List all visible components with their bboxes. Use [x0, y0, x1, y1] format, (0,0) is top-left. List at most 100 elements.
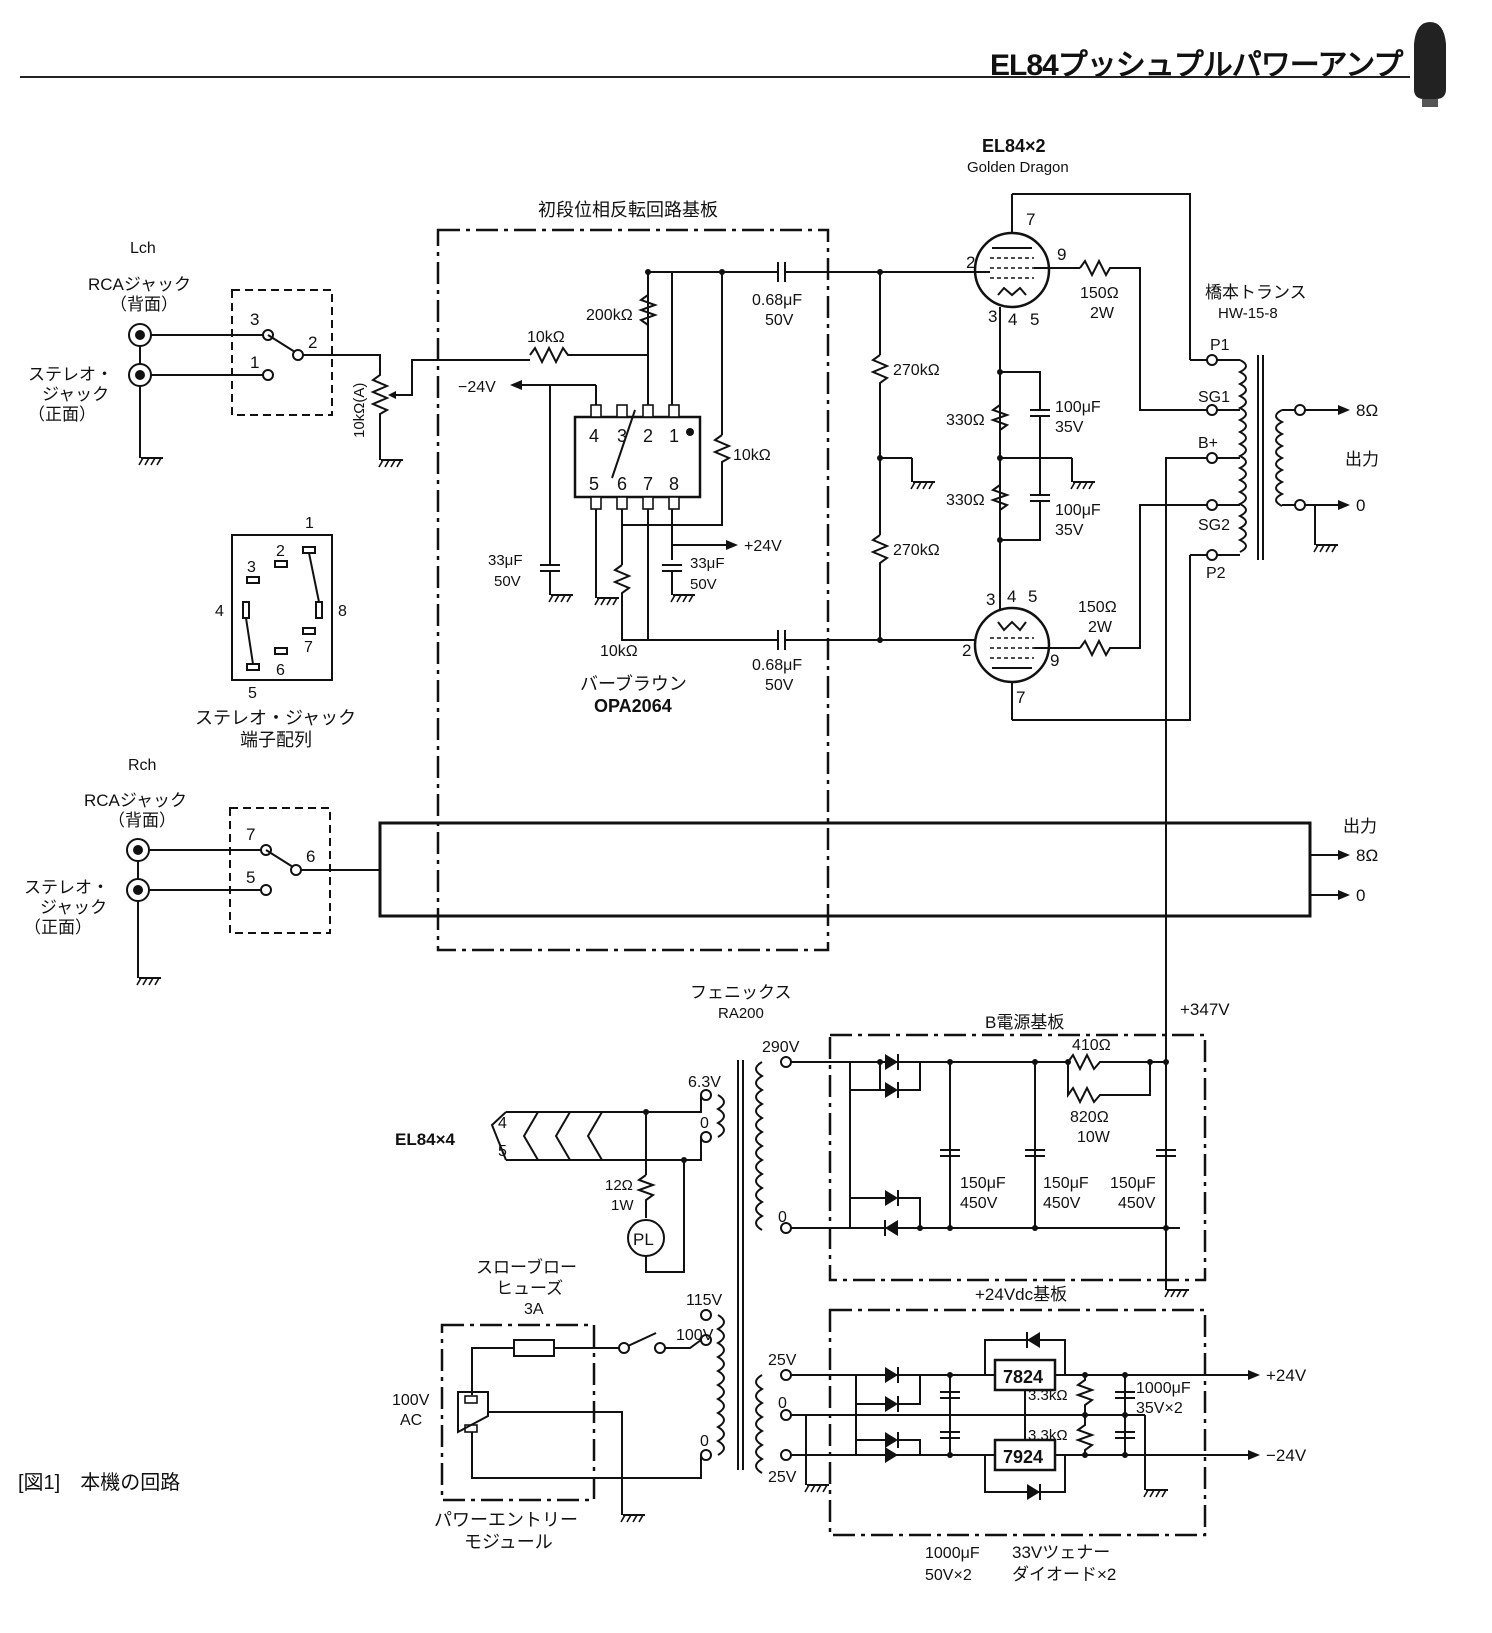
- ot-tap-sg1: SG1: [1198, 389, 1230, 406]
- lch-stereo-label-2: ジャック: [42, 385, 109, 404]
- neg-rail-label: −24V: [458, 379, 496, 396]
- fuse-icon: [513, 1339, 555, 1357]
- pinout-label-1: ステレオ・ジャック: [195, 708, 356, 728]
- r-input-label: 10kΩ: [527, 329, 565, 346]
- cap-pos-voltage: 50V: [690, 576, 717, 593]
- tube-bot-pin-9: 9: [1050, 651, 1059, 670]
- tube-bot-pin-2: 2: [962, 641, 971, 660]
- rch-sw-pin-7: 7: [246, 825, 255, 844]
- ac-inlet-wiring: [457, 1332, 702, 1523]
- pt-tap-25v-b: 25V: [768, 1469, 797, 1486]
- tube-bot-pin-3: 3: [986, 590, 995, 609]
- lch-volume-pot: 10kΩ(A): [303, 354, 530, 468]
- driver-board-title: 初段位相反転回路基板: [538, 200, 718, 220]
- ot-tap-p1: P1: [1210, 337, 1230, 354]
- c2-voltage: 50V: [765, 677, 794, 694]
- tube-top-pin-2: 2: [966, 253, 975, 272]
- output-tube-top: 7 2 9 3 4 5: [966, 193, 1212, 640]
- pinout-pin-6: 6: [276, 662, 285, 679]
- power-transformer: 290V 0 6.3V 0 115V 100V 0 25V 0 25V: [676, 1039, 800, 1486]
- pinout-pin-5: 5: [248, 685, 257, 702]
- dc24-cap-in-voltage: 50V×2: [925, 1567, 972, 1584]
- pt-tap-htr-0: 0: [700, 1115, 709, 1132]
- tube-bot-pin-7: 7: [1016, 688, 1025, 707]
- c2-value: 0.68μF: [752, 657, 802, 674]
- pinout-pin-7: 7: [304, 639, 313, 656]
- b-cap1-voltage: 450V: [960, 1195, 998, 1212]
- cap-neg-voltage: 50V: [494, 573, 521, 590]
- b-supply-circuit: 410Ω 820Ω 10W 150μF 450V 150μF 450V 150μ…: [791, 1037, 1190, 1298]
- opamp-pin-4: 4: [589, 426, 599, 446]
- pt-tap-100v: 100V: [676, 1327, 714, 1344]
- b-cap2-value: 150μF: [1043, 1175, 1089, 1192]
- reg-pos-label: 7824: [1003, 1367, 1043, 1387]
- header-divider: [20, 76, 1410, 78]
- b-supply-title: B電源基板: [985, 1013, 1064, 1032]
- opamp-pin-8: 8: [669, 474, 679, 494]
- b-supply-board-outline: [828, 1033, 1207, 1282]
- rch-out-0: 0: [1356, 886, 1365, 905]
- b-cap3-voltage: 450V: [1118, 1195, 1156, 1212]
- rch-out-8ohm: 8Ω: [1356, 846, 1378, 865]
- grid-r2-label: 270kΩ: [893, 542, 940, 559]
- rch-stereo-label-1: ステレオ・: [24, 878, 109, 897]
- b-r2-value: 820Ω: [1070, 1109, 1109, 1126]
- pt-tap-ct-0: 0: [778, 1395, 787, 1412]
- pem-label-1: パワーエントリー: [434, 1510, 578, 1530]
- rch-input-switch: 7 5 6: [229, 807, 380, 934]
- grid-r1-label: 270kΩ: [893, 362, 940, 379]
- lch-stereo-label-1: ステレオ・: [28, 365, 113, 384]
- dc24-cap-out-value: 1000μF: [1136, 1380, 1191, 1397]
- ot-out-0: 0: [1356, 496, 1365, 515]
- lch-input-switch: 3 1 2: [231, 289, 333, 416]
- b-cap1-value: 150μF: [960, 1175, 1006, 1192]
- fuse-label-2: ヒューズ: [496, 1279, 563, 1298]
- opamp-pin-7: 7: [643, 474, 653, 494]
- rch-out-label: 出力: [1343, 817, 1377, 836]
- opamp-part: OPA2064: [594, 696, 672, 716]
- pinout-pin-3: 3: [247, 559, 256, 576]
- tube-top-pin-5: 5: [1030, 310, 1039, 329]
- ot-model: HW-15-8: [1218, 305, 1278, 322]
- dc24-r2-label: 3.3kΩ: [1028, 1427, 1068, 1444]
- pt-tap-115v: 115V: [686, 1292, 723, 1309]
- zener-label-2: ダイオード×2: [1012, 1565, 1116, 1584]
- opamp-pin-2: 2: [643, 426, 653, 446]
- rch-label: Rch: [128, 757, 156, 774]
- cap-neg-value: 33μF: [488, 552, 523, 569]
- dc24-cap-out-voltage: 35V×2: [1136, 1400, 1183, 1417]
- pl-r-value: 12Ω: [605, 1177, 633, 1194]
- pt-model: RA200: [718, 1005, 764, 1022]
- dc24-out-neg: −24V: [1266, 1446, 1307, 1465]
- dc24-circuit: 7824 +24V 7924 −24V 3.3kΩ 3.3kΩ 1000μF 3…: [791, 1332, 1307, 1500]
- sg-r2-watt: 2W: [1088, 619, 1113, 636]
- lch-sw-pin-1: 1: [250, 353, 259, 372]
- lch-stereo-sub: （正面）: [28, 405, 96, 424]
- rch-rca-label: RCAジャック: [84, 791, 187, 810]
- ac-voltage-2: AC: [400, 1412, 422, 1429]
- lch-sw-pin-2: 2: [308, 333, 317, 352]
- jack-pinout-diagram: 1 2 3 4 5 6 7 8: [215, 515, 347, 702]
- tube-top-pin-7: 7: [1026, 210, 1035, 229]
- ot-out-label: 出力: [1345, 450, 1379, 469]
- r-fb1-label: 10kΩ: [733, 447, 771, 464]
- ck1-value: 100μF: [1055, 399, 1101, 416]
- pt-tap-290v: 290V: [762, 1039, 800, 1056]
- output-transformer: P1 SG1 B+ SG2 P2 8Ω 0 出力: [1165, 337, 1379, 1255]
- sg-r2-value: 150Ω: [1078, 599, 1117, 616]
- reg-neg-label: 7924: [1003, 1447, 1043, 1467]
- tube-bot-pin-5: 5: [1028, 587, 1037, 606]
- c1-value: 0.68μF: [752, 292, 802, 309]
- opamp-pin-3: 3: [617, 426, 627, 446]
- opamp-pin-1: 1: [669, 426, 679, 446]
- pt-tap-6v3: 6.3V: [688, 1074, 721, 1091]
- rch-sw-pin-5: 5: [246, 868, 255, 887]
- dc24-board-outline: [828, 1308, 1207, 1537]
- heater-tubes: EL84×4: [395, 1130, 456, 1149]
- pl-r-watt: 1W: [611, 1197, 634, 1214]
- volume-label: 10kΩ(A): [351, 383, 368, 438]
- r-fb2-label: 10kΩ: [600, 643, 638, 660]
- zener-label-1: 33Vツェナー: [1012, 1543, 1110, 1562]
- c1-voltage: 50V: [765, 312, 794, 329]
